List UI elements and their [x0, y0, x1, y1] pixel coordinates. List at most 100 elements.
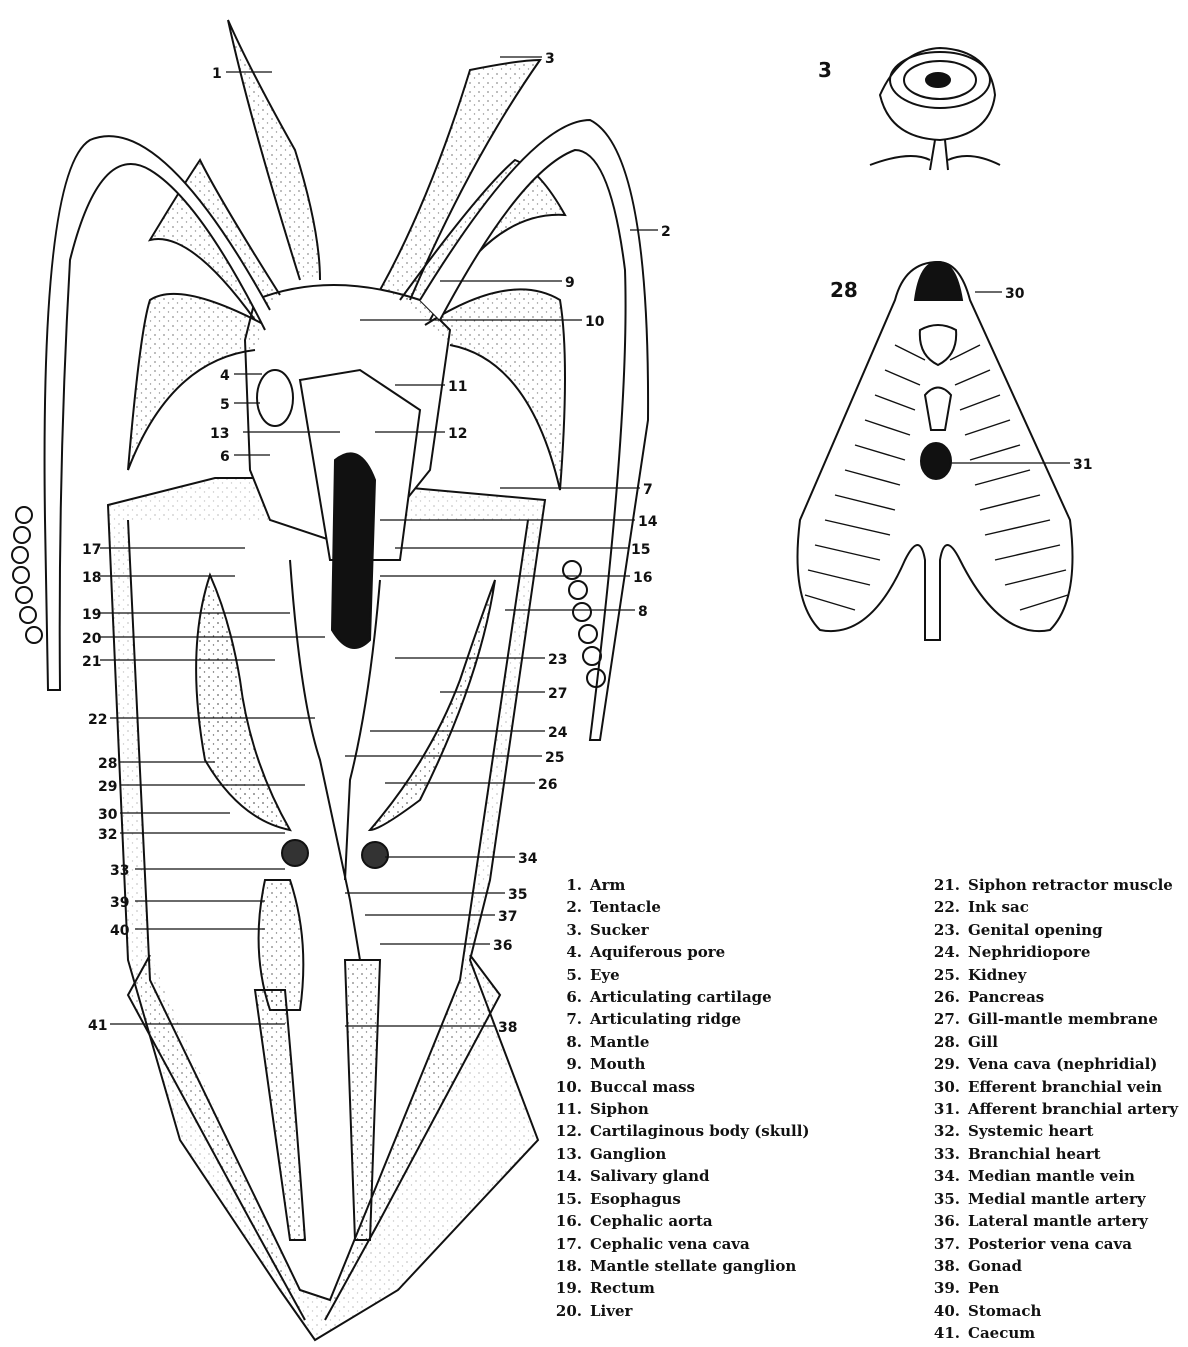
legend-item-label: Afferent branchial artery [968, 1100, 1178, 1118]
legend-item-number: 35. [926, 1188, 960, 1210]
legend-item-number: 22. [926, 896, 960, 918]
legend-item-number: 20. [548, 1300, 582, 1322]
legend-item-number: 23. [926, 919, 960, 941]
legend-item-number: 1. [548, 874, 582, 896]
callout-13: 13 [210, 426, 229, 442]
legend-item-number: 11. [548, 1098, 582, 1120]
legend-item: 7. Articulating ridge [548, 1008, 810, 1030]
legend-item-label: Efferent branchial vein [968, 1078, 1162, 1096]
legend-item: 2.Tentacle [548, 896, 810, 918]
legend-item: 20. Liver [548, 1300, 810, 1322]
legend-item-number: 24. [926, 941, 960, 963]
callout-35: 35 [508, 887, 527, 903]
legend-item-number: 30. [926, 1076, 960, 1098]
callout-29: 29 [98, 779, 117, 795]
legend-item-number: 17. [548, 1233, 582, 1255]
callout-36: 36 [493, 938, 512, 954]
branchial-heart-left [282, 840, 308, 866]
legend-item-label: Sucker [590, 921, 649, 939]
legend-item-number: 25. [926, 964, 960, 986]
legend-item-label: Gill [968, 1033, 998, 1051]
legend-item-label: Posterior vena cava [968, 1235, 1132, 1253]
callout-4: 4 [220, 368, 230, 384]
legend-item-label: Nephridiopore [968, 943, 1090, 961]
callout-26: 26 [538, 777, 557, 793]
legend-item: 14. Salivary gland [548, 1165, 810, 1187]
legend-item-number: 7. [548, 1008, 582, 1030]
legend-item-label: Cephalic aorta [590, 1212, 713, 1230]
legend-item: 34.Median mantle vein [926, 1165, 1178, 1187]
legend-item: 33.Branchial heart [926, 1143, 1178, 1165]
legend-item-number: 4. [548, 941, 582, 963]
inset-gill-label: 28 [830, 278, 858, 302]
legend-item: 4.Aquiferous pore [548, 941, 810, 963]
callout-25: 25 [545, 750, 564, 766]
inset-sucker [870, 48, 1000, 170]
legend-item-label: Siphon [590, 1100, 649, 1118]
legend-item-number: 5. [548, 964, 582, 986]
legend-item: 13. Ganglion [548, 1143, 810, 1165]
legend-item-number: 13. [548, 1143, 582, 1165]
legend-item-label: Siphon retractor muscle [968, 876, 1173, 894]
legend-item-label: Genital opening [968, 921, 1103, 939]
legend-item-label: Cephalic vena cava [590, 1235, 750, 1253]
callout-15: 15 [631, 542, 650, 558]
callout-34: 34 [518, 851, 538, 867]
legend-item: 39.Pen [926, 1277, 1178, 1299]
legend-item-label: Kidney [968, 966, 1026, 984]
legend-item-label: Vena cava (nephridial) [968, 1055, 1157, 1073]
legend-item: 3.Sucker [548, 919, 810, 941]
legend-item-label: Medial mantle artery [968, 1190, 1146, 1208]
legend-item: 27.Gill-mantle membrane [926, 1008, 1178, 1030]
legend-item-label: Eye [590, 966, 620, 984]
legend-item: 19.Rectum [548, 1277, 810, 1299]
legend-item-number: 29. [926, 1053, 960, 1075]
legend-item-label: Ganglion [590, 1145, 666, 1163]
legend-item-number: 28. [926, 1031, 960, 1053]
callout-40: 40 [110, 923, 130, 939]
legend-item-label: Mantle [590, 1033, 649, 1051]
legend-item-label: Stomach [968, 1302, 1041, 1320]
legend-item-label: Esophagus [590, 1190, 681, 1208]
legend-item-label: Ink sac [968, 898, 1029, 916]
legend-item: 10.Buccal mass [548, 1076, 810, 1098]
legend-item-label: Articulating ridge [590, 1010, 741, 1028]
legend-item-number: 18. [548, 1255, 582, 1277]
legend-item: 29. Vena cava (nephridial) [926, 1053, 1178, 1075]
callout-30: 30 [98, 807, 118, 823]
legend-item: 15. Esophagus [548, 1188, 810, 1210]
afferent-artery [921, 443, 951, 479]
legend-item-label: Mouth [590, 1055, 645, 1073]
legend-item-number: 21. [926, 874, 960, 896]
callout-1: 1 [212, 66, 222, 82]
callout-10: 10 [585, 314, 605, 330]
legend-list-right: 21. Siphon retractor muscle 22. Ink sac 23. G… [926, 874, 1178, 1345]
legend-item-label: Salivary gland [590, 1167, 710, 1185]
legend-item: 30. Efferent branchial vein [926, 1076, 1178, 1098]
legend-item: 17. Cephalic vena cava [548, 1233, 810, 1255]
legend-item-number: 14. [548, 1165, 582, 1187]
callout-inset-31: 31 [1073, 457, 1092, 473]
legend-item-number: 15. [548, 1188, 582, 1210]
legend-item-number: 8. [548, 1031, 582, 1053]
legend-item-number: 6. [548, 986, 582, 1008]
callout-12: 12 [448, 426, 467, 442]
legend-item-number: 41. [926, 1322, 960, 1344]
legend-item: 24. Nephridiopore [926, 941, 1178, 963]
legend-item-number: 19. [548, 1277, 582, 1299]
legend-item: 21. Siphon retractor muscle [926, 874, 1178, 896]
legend-item-label: Liver [590, 1302, 632, 1320]
legend-item-label: Cartilaginous body (skull) [590, 1122, 810, 1140]
callout-11: 11 [448, 379, 467, 395]
legend-item: 23. Genital opening [926, 919, 1178, 941]
legend-item: 25. Kidney [926, 964, 1178, 986]
callout-2: 2 [661, 224, 671, 240]
legend-item-label: Buccal mass [590, 1078, 695, 1096]
legend-item: 5. Eye [548, 964, 810, 986]
callout-18: 18 [82, 570, 101, 586]
legend-list-left: 1.Arm2.Tentacle3.Sucker4.Aquiferous pore… [548, 874, 810, 1322]
callout-16: 16 [633, 570, 652, 586]
callout-8: 8 [638, 604, 648, 620]
legend-item: 37.Posterior vena cava [926, 1233, 1178, 1255]
